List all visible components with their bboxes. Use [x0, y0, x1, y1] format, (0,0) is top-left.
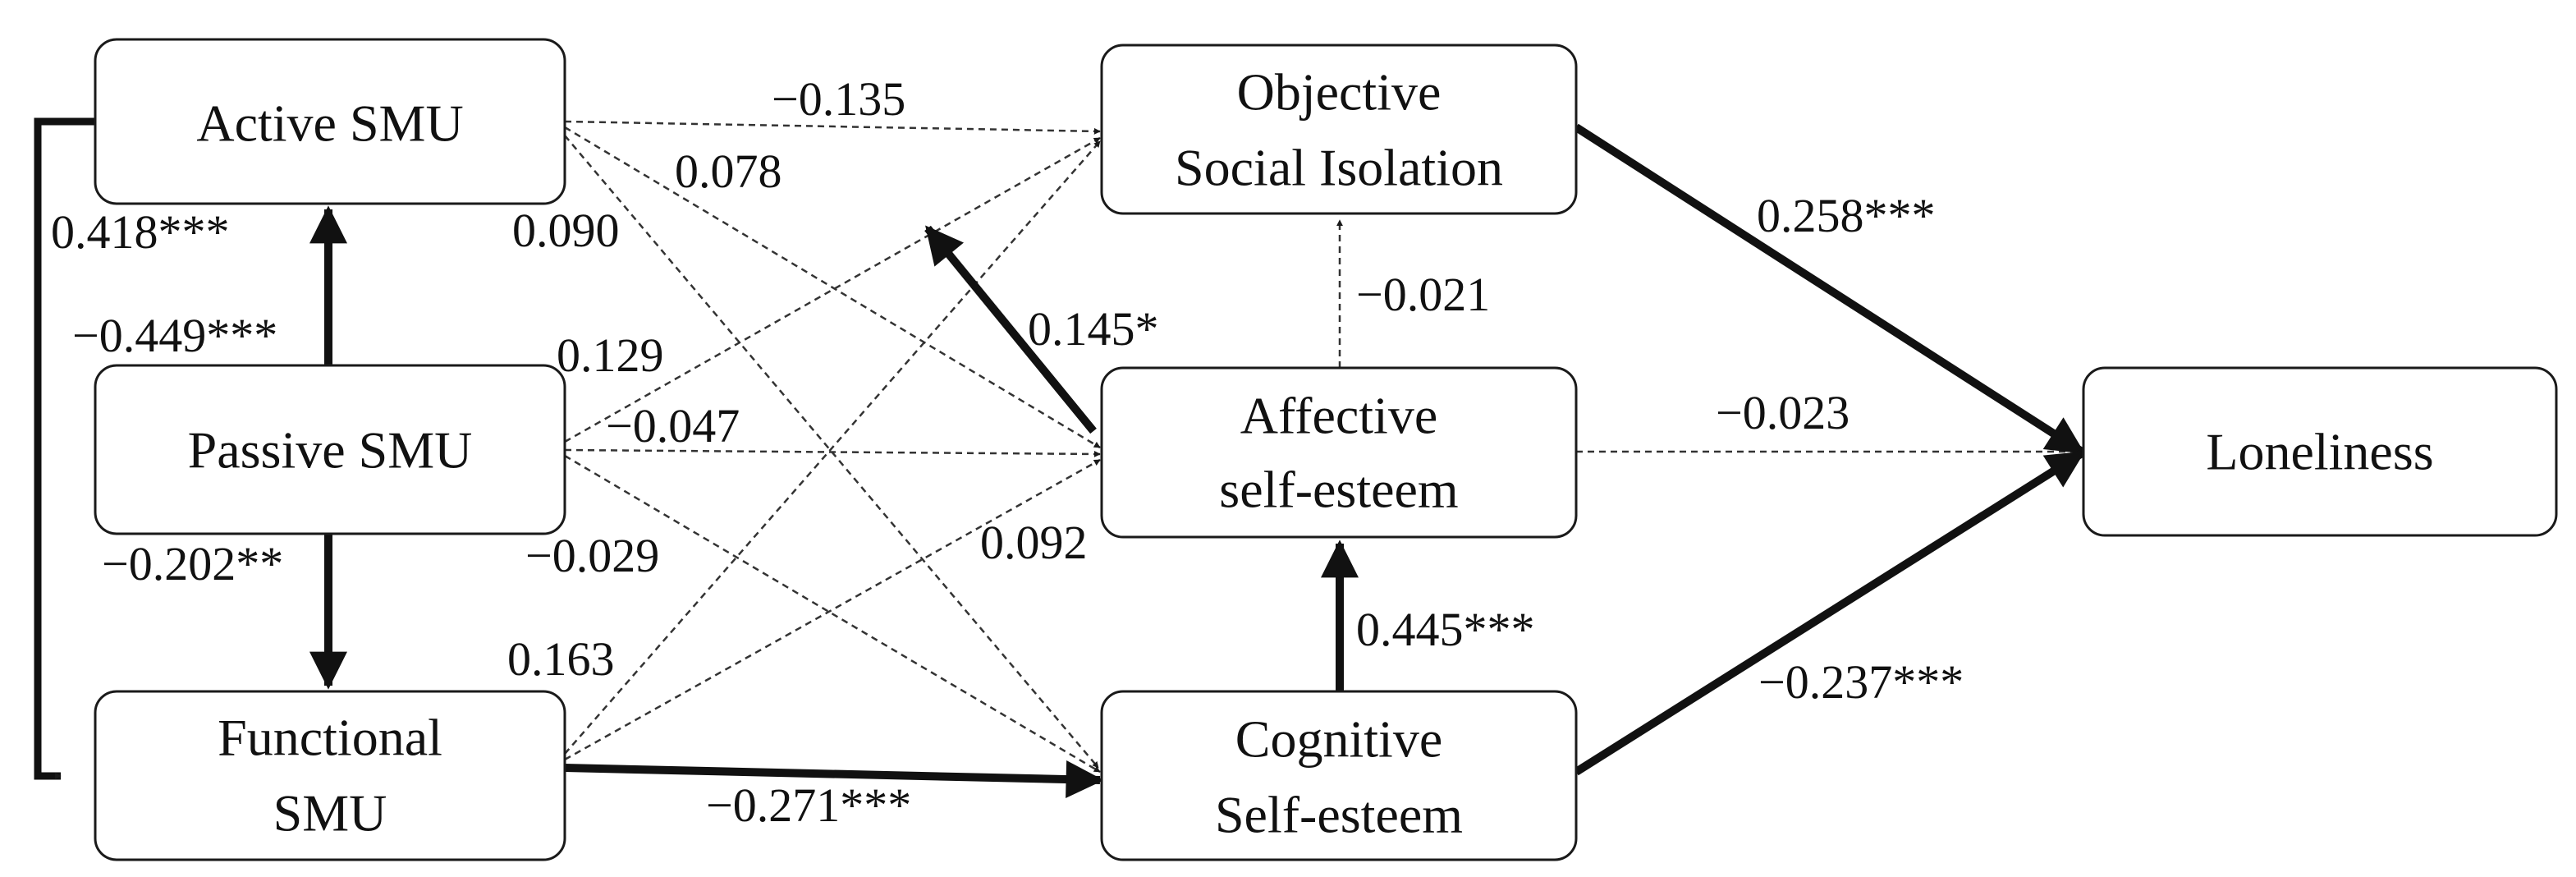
node-active-smu-label: Active SMU — [196, 94, 463, 153]
coef-affective-objective-dashed: −0.021 — [1356, 268, 1490, 321]
path-cognitive-loneliness — [1574, 449, 2085, 776]
coef-objective-loneliness: 0.258*** — [1757, 189, 1936, 242]
path-objective-loneliness — [1574, 123, 2085, 456]
path-passive-objective — [564, 136, 1101, 443]
node-functional-smu-label-1: Functional — [218, 709, 442, 767]
node-cognitive-label-1: Cognitive — [1235, 710, 1442, 769]
node-affective-self-esteem: Affective self-esteem — [1100, 366, 1578, 539]
node-objective-label-1: Objective — [1237, 63, 1442, 122]
path-active-affective — [564, 126, 1101, 449]
path-passive-affective — [564, 448, 1101, 457]
path-functional-affective — [564, 458, 1101, 761]
path-active-functional — [34, 117, 95, 780]
coef-functional-objective: 0.163 — [507, 632, 615, 686]
coef-cognitive-affective: 0.445*** — [1356, 603, 1535, 656]
coef-functional-affective: 0.092 — [980, 516, 1088, 569]
coef-passive-cognitive: −0.029 — [525, 529, 659, 582]
node-affective-label-1: Affective — [1240, 387, 1437, 445]
coef-passive-functional: −0.202** — [102, 537, 283, 590]
node-functional-smu: Functional SMU — [94, 690, 566, 861]
nodes-layer: Active SMU Passive SMU Functional SMU Ob… — [94, 38, 2558, 861]
node-objective-label-2: Social Isolation — [1175, 139, 1503, 197]
coef-cognitive-loneliness: −0.237*** — [1758, 655, 1964, 709]
path-affective-objective-solid — [924, 225, 1097, 434]
path-passive-cognitive — [564, 454, 1101, 774]
coef-passive-objective: 0.129 — [557, 328, 664, 382]
coefficients-layer: −0.135 0.078 0.090 0.129 −0.047 −0.029 0… — [51, 72, 1964, 832]
paths-layer — [34, 117, 2085, 799]
coef-affective-loneliness: −0.023 — [1716, 386, 1849, 439]
node-cognitive-self-esteem: Cognitive Self-esteem — [1100, 690, 1578, 861]
node-loneliness: Loneliness — [2082, 366, 2558, 537]
path-functional-objective — [564, 140, 1101, 755]
coef-passive-affective: −0.047 — [606, 399, 740, 452]
path-functional-cognitive — [564, 760, 1104, 799]
coef-affective-objective-solid: 0.145* — [1028, 302, 1159, 356]
coef-active-affective: 0.078 — [675, 145, 782, 198]
node-cognitive-label-2: Self-esteem — [1215, 786, 1463, 844]
coef-passive-active: −0.449*** — [72, 309, 277, 362]
node-passive-smu: Passive SMU — [94, 364, 566, 535]
node-affective-label-2: self-esteem — [1219, 461, 1458, 519]
coef-functional-cognitive: −0.271*** — [706, 778, 911, 832]
node-functional-smu-label-2: SMU — [273, 784, 387, 843]
node-active-smu: Active SMU — [94, 38, 566, 205]
coef-active-objective: −0.135 — [772, 72, 905, 126]
coef-active-cognitive: 0.090 — [512, 204, 620, 257]
node-loneliness-label: Loneliness — [2206, 423, 2433, 481]
coef-active-functional: 0.418*** — [51, 205, 230, 259]
path-active-objective — [564, 120, 1101, 135]
node-passive-smu-label: Passive SMU — [188, 421, 473, 480]
node-objective-social-isolation: Objective Social Isolation — [1100, 44, 1578, 215]
